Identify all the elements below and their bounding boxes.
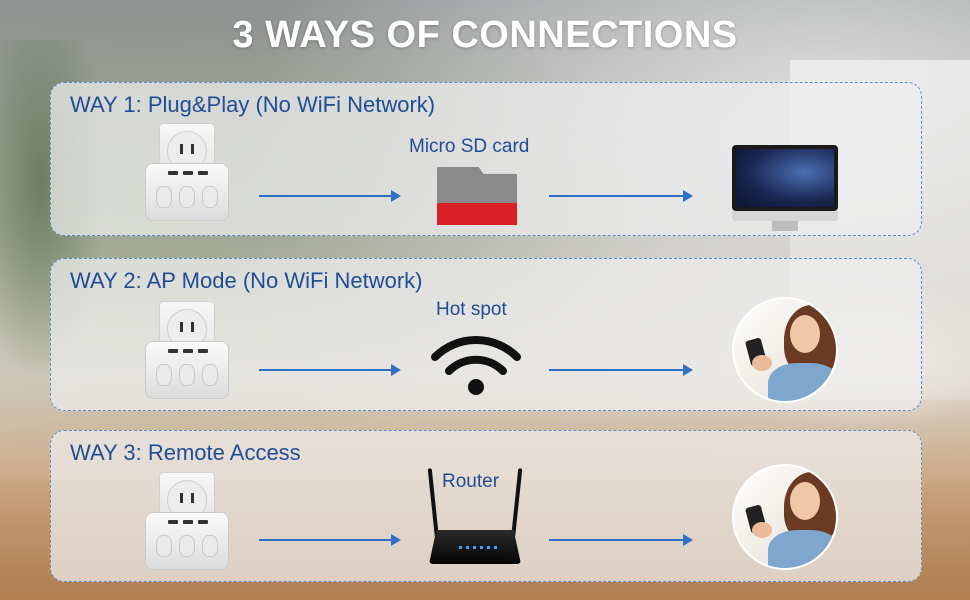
way-1-panel: WAY 1: Plug&Play (No WiFi Network) Micro… [50,82,922,236]
smart-outlet-camera-icon [145,123,229,223]
woman-with-phone-icon [732,297,838,403]
way-3-title: WAY 3: Remote Access [70,440,301,465]
wifi-router-icon [427,468,523,568]
arrow-right-icon [259,190,401,202]
way-3-middle-label: Router [442,471,500,492]
way-3-panel: WAY 3: Remote Access Router [50,430,922,582]
imac-computer-icon [732,145,838,231]
arrow-right-icon [549,534,693,546]
micro-sd-card-icon [437,167,517,225]
smart-outlet-camera-icon [145,301,229,401]
way-2-middle-label: Hot spot [436,299,507,320]
arrow-right-icon [259,534,401,546]
arrow-right-icon [259,364,401,376]
smart-outlet-camera-icon [145,472,229,572]
wifi-hotspot-icon [431,336,521,395]
page-title: 3 WAYS OF CONNECTIONS [232,14,738,56]
way-2-title: WAY 2: AP Mode (No WiFi Network) [70,268,423,293]
arrow-right-icon [549,190,693,202]
arrow-right-icon [549,364,693,376]
way-1-title: WAY 1: Plug&Play (No WiFi Network) [70,92,436,117]
way-2-panel: WAY 2: AP Mode (No WiFi Network) Hot spo… [50,258,922,411]
way-1-middle-label: Micro SD card [409,136,530,157]
woman-with-phone-icon [732,464,838,570]
